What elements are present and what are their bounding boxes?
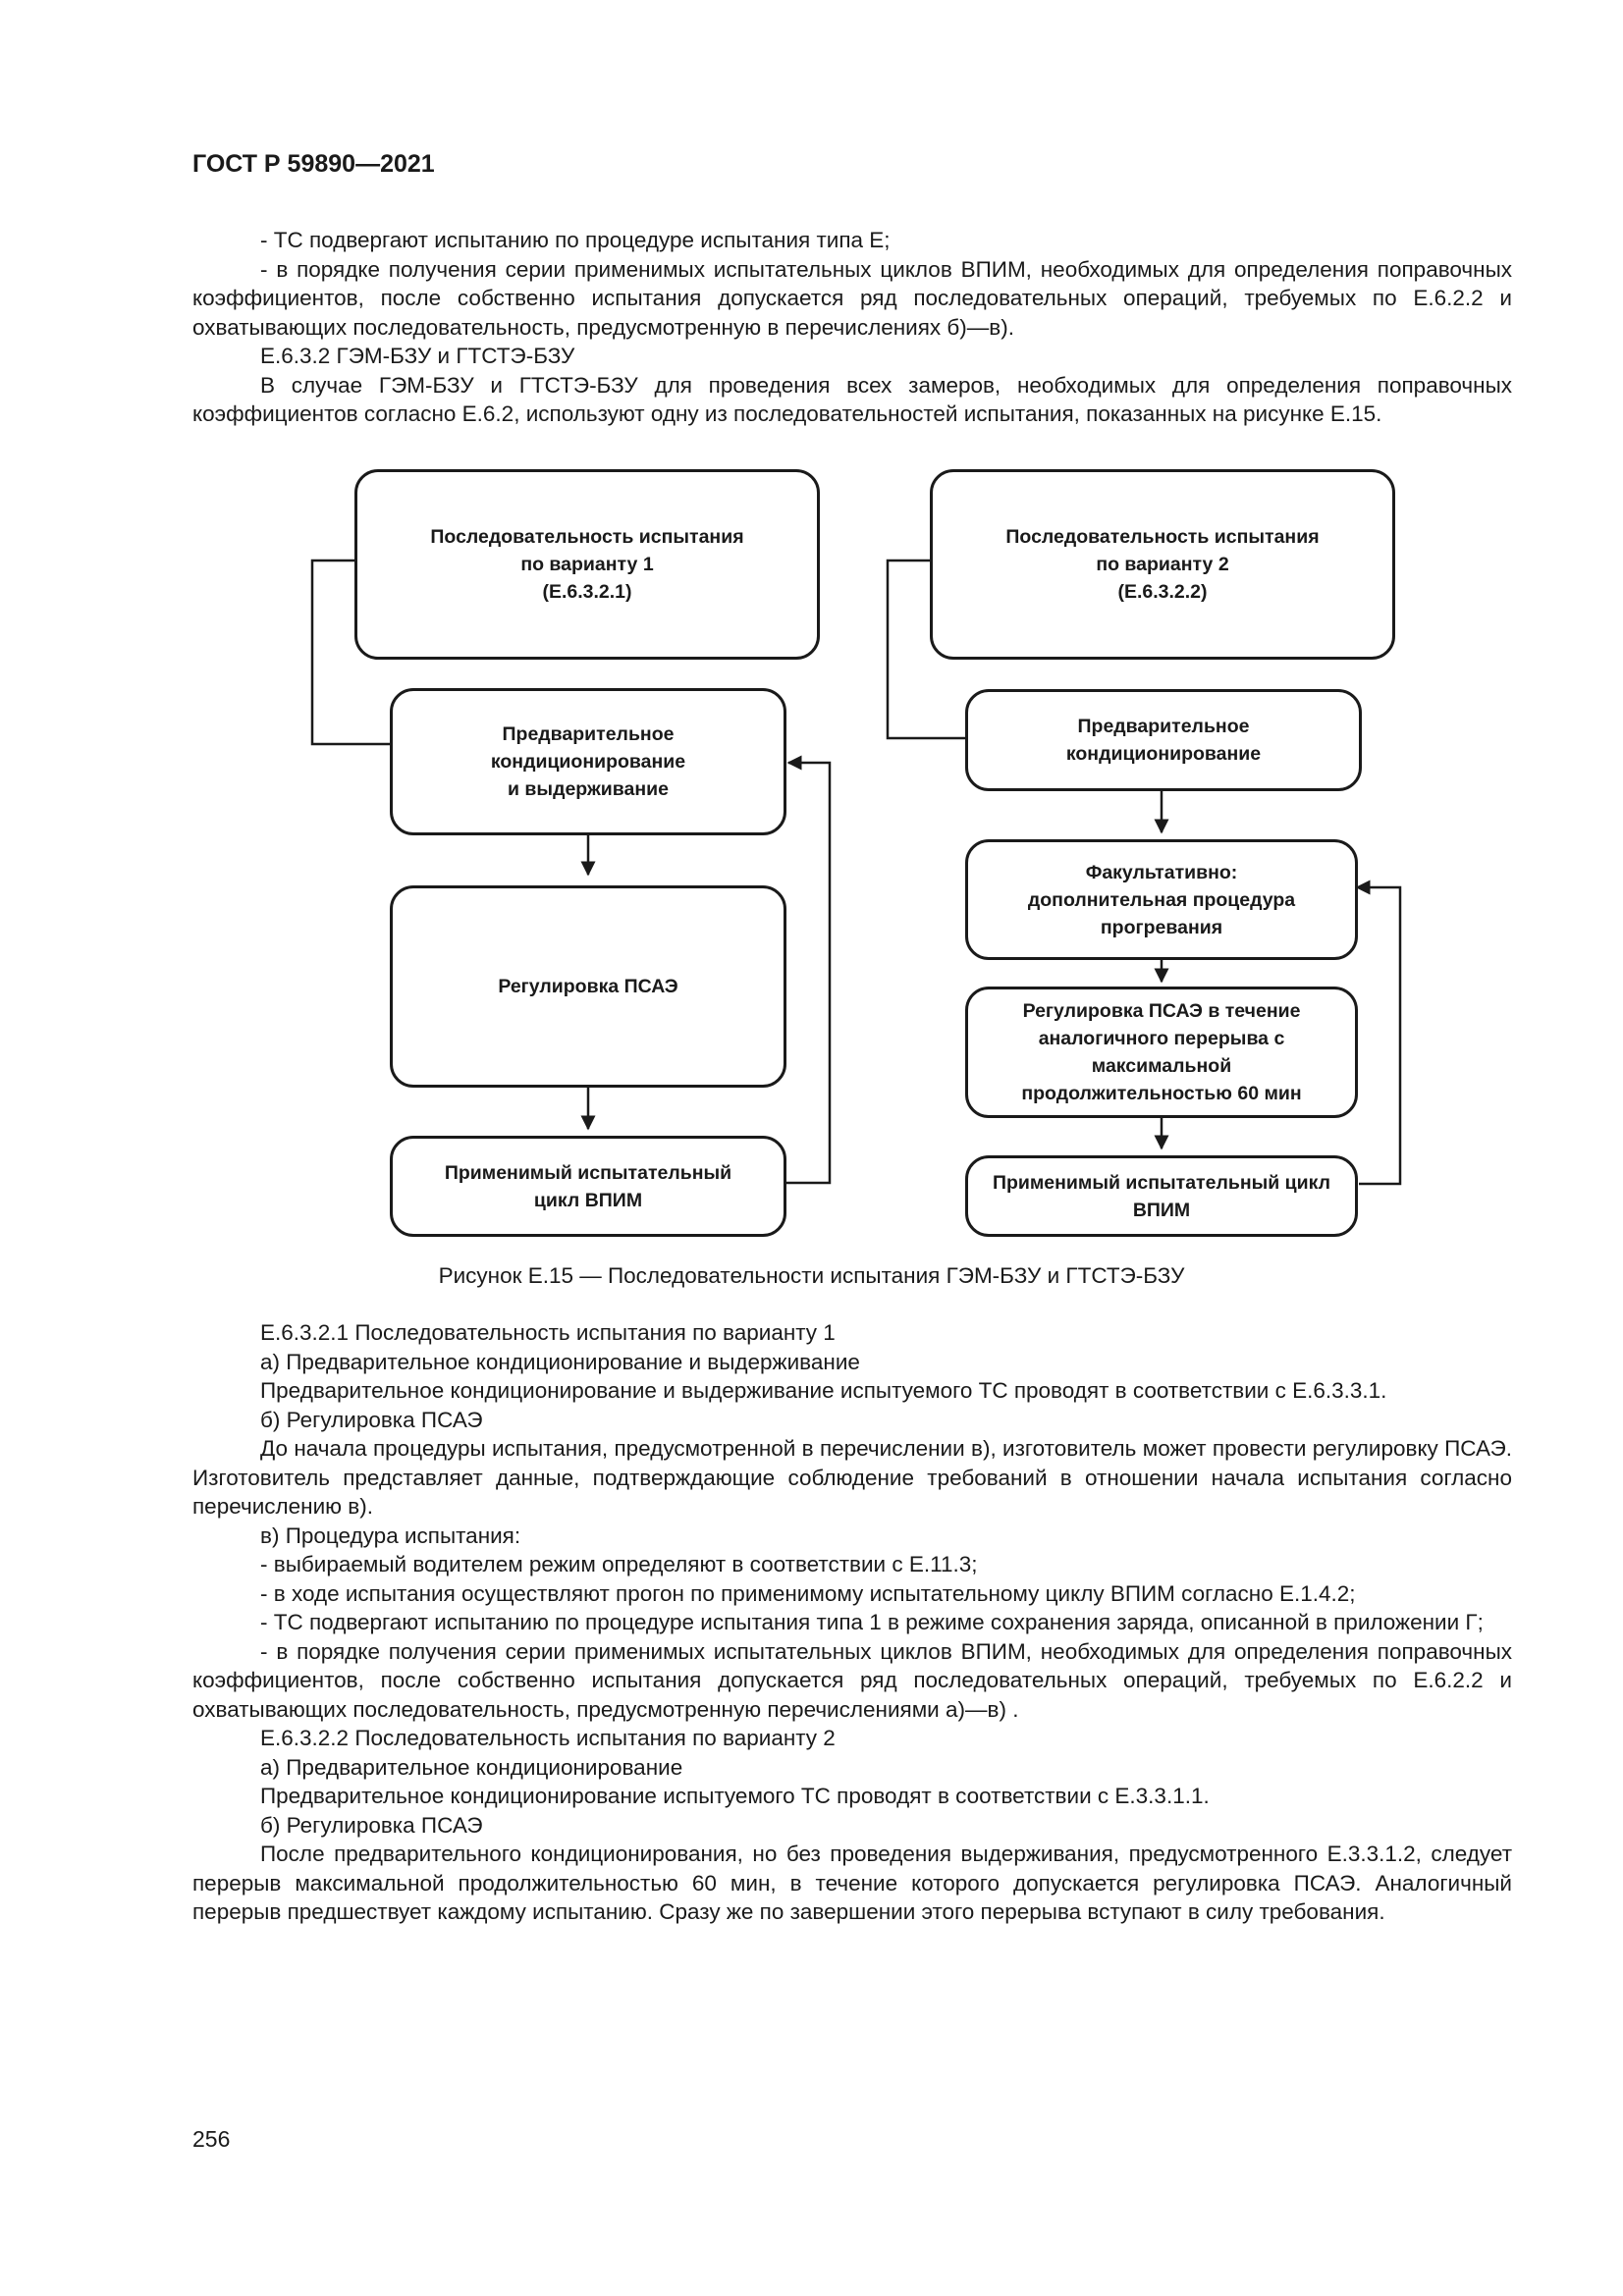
box-line: (Е.6.3.2.2): [1117, 581, 1208, 603]
box-line: Регулировка ПСАЭ: [498, 976, 678, 997]
box-line: Применимый испытательный цикл: [992, 1171, 1331, 1194]
box-line: по варианту 1: [520, 554, 654, 575]
list-item: - выбираемый водителем режим определяют …: [260, 1552, 978, 1576]
box-line: Регулировка ПСАЭ в течение: [1022, 1000, 1301, 1022]
flow-box-optional-warmup: Факультативно: дополнительная процедура …: [965, 839, 1358, 960]
box-line: максимальной: [1091, 1055, 1232, 1077]
flow-box-variant1: Последовательность испытания по варианту…: [354, 469, 820, 660]
connector-line: [310, 559, 390, 746]
flow-box-variant2: Последовательность испытания по варианту…: [930, 469, 1395, 660]
figure-caption: Рисунок Е.15 — Последовательности испыта…: [438, 1263, 1185, 1288]
paragraph: Предварительное кондиционирование испыту…: [260, 1784, 1210, 1808]
section-heading: Е.6.3.2.2 Последовательность испытания п…: [260, 1726, 836, 1750]
list-item: - в порядке получения серии применимых и…: [192, 1638, 1512, 1722]
box-line: ВПИМ: [1132, 1199, 1191, 1221]
flow-box-adjustment: Регулировка ПСАЭ: [390, 885, 786, 1088]
flow-box-adjustment-break: Регулировка ПСАЭ в течение аналогичного …: [965, 987, 1358, 1118]
paragraph: - в порядке получения серии применимых и…: [192, 256, 1512, 340]
section-heading: Е.6.3.2.1 Последовательность испытания п…: [260, 1320, 836, 1345]
box-line: кондиционирование: [490, 751, 686, 773]
body-text: Е.6.3.2.1 Последовательность испытания п…: [192, 1318, 1512, 1927]
box-line: Предварительное: [502, 723, 675, 745]
list-item: а) Предварительное кондиционирование: [260, 1754, 683, 1780]
paragraph: Предварительное кондиционирование и выде…: [260, 1378, 1387, 1403]
list-item: - ТС подвергают испытанию по процедуре и…: [260, 1610, 1484, 1634]
flowchart-connectors: [310, 559, 1402, 1186]
box-line: и выдерживание: [508, 778, 669, 800]
box-line: Факультативно:: [1085, 861, 1238, 883]
section-heading: Е.6.3.2 ГЭМ-БЗУ и ГТСТЭ-БЗУ: [260, 344, 575, 368]
flow-box-preconditioning-soak: Предварительное кондиционирование и выде…: [390, 688, 786, 835]
box-line: аналогичного перерыва с: [1038, 1028, 1285, 1049]
connector-line: [886, 559, 965, 740]
box-line: по варианту 2: [1096, 554, 1229, 575]
flow-box-test-cycle: Применимый испытательный цикл ВПИМ: [965, 1155, 1358, 1237]
list-item: б) Регулировка ПСАЭ: [260, 1812, 483, 1838]
box-line: Последовательность испытания: [430, 526, 744, 548]
box-line: продолжительностью 60 мин: [1021, 1083, 1302, 1104]
box-line: Применимый испытательный: [444, 1161, 732, 1184]
box-line: (Е.6.3.2.1): [542, 581, 632, 603]
document-header: ГОСТ Р 59890—2021: [192, 150, 435, 178]
feedback-arrow: [1355, 880, 1402, 1186]
list-item: в) Процедура испытания:: [260, 1522, 521, 1548]
box-line: дополнительная процедура: [1027, 888, 1296, 911]
box-line: прогревания: [1100, 916, 1223, 938]
box-line: Последовательность испытания: [1005, 526, 1320, 548]
paragraph: До начала процедуры испытания, предусмот…: [192, 1436, 1512, 1519]
feedback-arrow: [785, 755, 832, 1185]
box-line: цикл ВПИМ: [533, 1189, 643, 1211]
list-item: б) Регулировка ПСАЭ: [260, 1407, 483, 1432]
box-line: Предварительное: [1077, 716, 1250, 737]
paragraph: После предварительного кондиционирования…: [192, 1842, 1512, 1924]
paragraph: - ТС подвергают испытанию по процедуре и…: [260, 228, 891, 252]
intro-text: - ТС подвергают испытанию по процедуре и…: [192, 226, 1512, 429]
paragraph: В случае ГЭМ-БЗУ и ГТСТЭ-БЗУ для проведе…: [192, 372, 1512, 427]
page-number: 256: [192, 2126, 231, 2152]
box-line: кондиционирование: [1065, 743, 1262, 765]
flow-box-test-cycle: Применимый испытательный цикл ВПИМ: [390, 1136, 786, 1237]
list-item: - в ходе испытания осуществляют прогон п…: [260, 1580, 1356, 1606]
list-item: а) Предварительное кондиционирование и в…: [260, 1349, 860, 1374]
flow-box-preconditioning: Предварительное кондиционирование: [965, 689, 1362, 791]
